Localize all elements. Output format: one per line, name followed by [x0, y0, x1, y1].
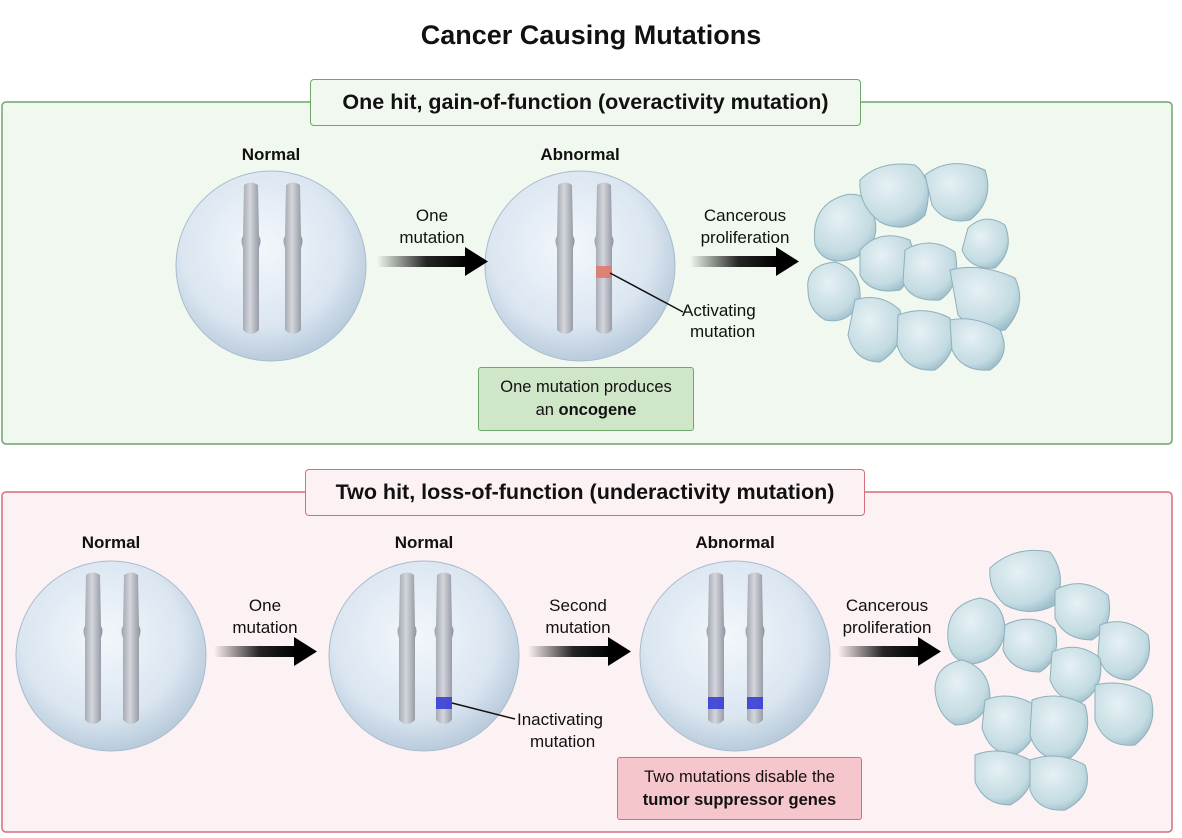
- bottom-arrow2-line2: mutation: [545, 618, 611, 637]
- bottom-arrow-cancerous-proliferation: [838, 637, 941, 666]
- inactivating-callout-line1: Inactivating: [517, 710, 603, 729]
- tumor-suppressor-note-line1: Two mutations disable the: [644, 767, 835, 786]
- tumor-suppressor-note-bold: tumor suppressor genes: [642, 790, 837, 809]
- oncogene-note-bold: oncogene: [558, 401, 637, 419]
- bottom-arrow-one-mutation: [214, 637, 317, 666]
- activating-callout-line: [609, 272, 684, 313]
- bottom-arrow2-line1: Second: [549, 596, 607, 615]
- tumor-suppressor-note-line2: tumor suppressor genes: [643, 789, 836, 812]
- top-cell1-label: Normal: [241, 145, 301, 164]
- bottom-normal-cell-2: [328, 560, 520, 752]
- top-normal-cell: [175, 170, 367, 362]
- inactivating-callout-line: [451, 702, 516, 720]
- inactivating-callout-line2: mutation: [530, 732, 596, 751]
- bottom-abnormal-cell: [639, 560, 831, 752]
- top-arrow1-line1: One: [415, 206, 449, 225]
- bottom-tumor-cluster: [934, 549, 1154, 811]
- top-arrow-one-mutation: [377, 247, 488, 276]
- activating-mutation-mark: [596, 266, 612, 278]
- inactivating-mutation-mark: [436, 697, 452, 709]
- tumor-suppressor-note: Two mutations disable the tumor suppress…: [617, 757, 862, 820]
- oncogene-note-prefix: an: [535, 401, 559, 419]
- top-arrow2-line2: proliferation: [700, 228, 790, 247]
- bottom-arrow1-line1: One: [248, 596, 282, 615]
- top-abnormal-cell: [484, 170, 676, 362]
- bottom-cell1-label: Normal: [81, 533, 141, 552]
- bottom-arrow1-line2: mutation: [232, 618, 298, 637]
- inactivating-mark-2: [747, 697, 763, 709]
- oncogene-note: One mutation produces an oncogene: [478, 367, 694, 431]
- bottom-cell2-label: Normal: [394, 533, 454, 552]
- top-arrow-cancerous-proliferation: [690, 247, 799, 276]
- bottom-arrow3-line2: proliferation: [842, 618, 932, 637]
- bottom-cell3-label: Abnormal: [695, 533, 775, 552]
- oncogene-note-line1: One mutation produces: [500, 378, 672, 396]
- bottom-normal-cell-1: [15, 560, 207, 752]
- bottom-arrow-second-mutation: [528, 637, 631, 666]
- bottom-panel-banner: Two hit, loss-of-function (underactivity…: [305, 469, 865, 516]
- top-arrow2-line1: Cancerous: [703, 206, 787, 225]
- top-tumor-cluster: [807, 163, 1021, 371]
- activating-callout-line2: mutation: [690, 322, 756, 341]
- diagram-title: Cancer Causing Mutations: [420, 20, 762, 50]
- activating-callout-line1: Activating: [682, 301, 756, 320]
- bottom-arrow3-line1: Cancerous: [845, 596, 929, 615]
- top-arrow1-line2: mutation: [399, 228, 465, 247]
- chromosome-pair: [241, 182, 303, 334]
- top-panel-banner: One hit, gain-of-function (overactivity …: [310, 79, 861, 126]
- oncogene-note-line2: an oncogene: [536, 399, 637, 422]
- top-cell2-label: Abnormal: [540, 145, 620, 164]
- inactivating-mark-1: [708, 697, 724, 709]
